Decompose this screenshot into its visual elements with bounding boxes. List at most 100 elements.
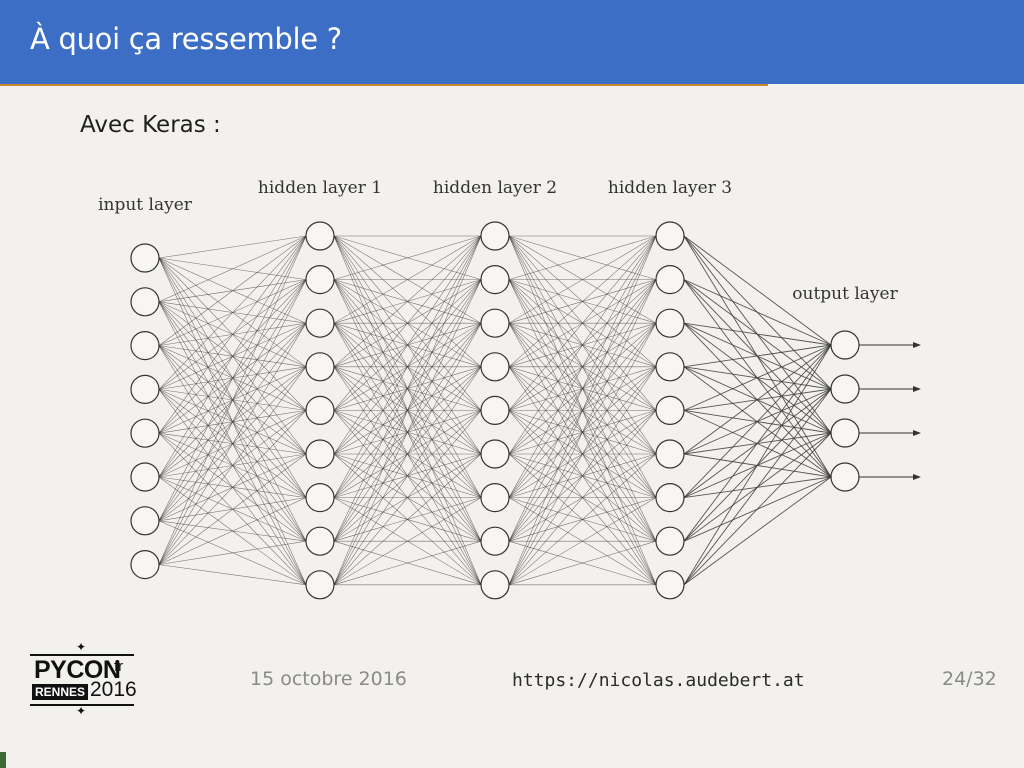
neuron-layer4-2	[830, 418, 860, 448]
connection-l0-4-0	[158, 235, 307, 434]
connection-l0-6-0	[158, 235, 307, 521]
footer-url[interactable]: https://nicolas.audebert.at	[512, 670, 805, 691]
title-bar: À quoi ça ressemble ?	[0, 0, 1024, 84]
logo-year: 2016	[90, 678, 137, 701]
neuron-layer3-2	[655, 308, 685, 338]
connection-l1-6-0	[333, 235, 482, 498]
connection-l1-5-0	[333, 235, 482, 455]
neuron-layer0-2	[130, 331, 160, 361]
title-underline	[0, 84, 768, 86]
neuron-layer1-1	[305, 265, 335, 295]
page-number: 24/32	[942, 668, 997, 690]
connection-l1-8-3	[333, 366, 482, 585]
connection-l0-1-0	[158, 235, 307, 303]
logo-name: PYCON	[34, 656, 121, 684]
connection-l1-8-5	[333, 453, 482, 586]
neuron-layer2-8	[480, 570, 510, 600]
connection-l2-5-0	[508, 235, 657, 455]
connection-l2-4-0	[508, 235, 657, 411]
neuron-layer3-0	[655, 221, 685, 251]
connection-l0-7-1	[158, 279, 307, 565]
connection-l3-8-2	[683, 432, 832, 586]
neuron-layer2-7	[480, 526, 510, 556]
connection-l2-8-4	[508, 410, 657, 585]
layer-label-2: hidden layer 2	[433, 178, 557, 198]
connection-l2-7-0	[508, 235, 657, 542]
connection-l3-7-0	[683, 344, 832, 542]
connection-l0-7-4	[158, 410, 307, 565]
slide-title: À quoi ça ressemble ?	[30, 22, 342, 56]
neuron-layer3-1	[655, 265, 685, 295]
connection-l0-7-8	[158, 564, 307, 586]
neuron-layer0-0	[130, 243, 160, 273]
neuron-layer1-2	[305, 308, 335, 338]
connection-l2-2-0	[508, 235, 657, 324]
connection-l2-8-5	[508, 453, 657, 586]
intro-text: Avec Keras :	[80, 112, 221, 138]
footer-date: 15 octobre 2016	[250, 668, 407, 690]
connection-l3-8-1	[683, 388, 832, 586]
connection-l0-3-0	[158, 235, 307, 390]
output-arrows	[859, 342, 921, 480]
logo-city: RENNES	[32, 684, 89, 700]
connection-l3-8-0	[683, 344, 832, 586]
connection-l1-8-6	[333, 497, 482, 586]
neuron-layer1-3	[305, 352, 335, 382]
connection-l3-5-0	[683, 344, 832, 455]
layer-label-3: hidden layer 3	[608, 178, 732, 198]
neuron-layer2-1	[480, 265, 510, 295]
connection-l1-8-4	[333, 410, 482, 585]
neurons	[130, 221, 860, 600]
connection-l2-8-0	[508, 235, 657, 585]
neuron-layer2-4	[480, 395, 510, 425]
connection-l3-3-0	[683, 344, 832, 368]
neuron-layer3-7	[655, 526, 685, 556]
connection-l3-0-0	[683, 235, 832, 346]
connection-l0-7-3	[158, 366, 307, 565]
neuron-layer1-5	[305, 439, 335, 469]
connection-l0-0-0	[158, 235, 307, 259]
logo-ornament-top: ✦	[76, 640, 87, 654]
layer-label-0: input layer	[98, 195, 193, 215]
pyconfr-logo: ✦ PYCON fr RENNES 2016 ✦	[24, 640, 140, 722]
neuron-layer2-0	[480, 221, 510, 251]
neuron-layer1-0	[305, 221, 335, 251]
connection-l0-7-7	[158, 540, 307, 565]
connection-l2-1-0	[508, 235, 657, 280]
connection-l1-8-7	[333, 540, 482, 586]
connection-l0-7-6	[158, 497, 307, 565]
layer-label-4: output layer	[792, 284, 898, 304]
connection-l2-8-1	[508, 279, 657, 585]
connection-l3-2-0	[683, 322, 832, 346]
neuron-layer4-1	[830, 374, 860, 404]
connection-l0-5-0	[158, 235, 307, 478]
neuron-layer3-5	[655, 439, 685, 469]
neuron-layer0-6	[130, 506, 160, 536]
neuron-layer4-0	[830, 330, 860, 360]
connection-l1-8-0	[333, 235, 482, 585]
connection-l2-3-0	[508, 235, 657, 368]
connection-l3-1-0	[683, 279, 832, 346]
neuron-layer2-2	[480, 308, 510, 338]
connection-l1-7-0	[333, 235, 482, 542]
neuron-layer0-5	[130, 462, 160, 492]
connection-l2-8-6	[508, 497, 657, 586]
neuron-layer1-6	[305, 483, 335, 513]
connection-l3-4-0	[683, 344, 832, 411]
connection-l0-7-0	[158, 235, 307, 565]
neuron-layer3-6	[655, 483, 685, 513]
neuron-layer0-1	[130, 287, 160, 317]
connection-l2-6-0	[508, 235, 657, 498]
logo-ornament-bottom: ✦	[76, 704, 87, 718]
connection-l3-6-0	[683, 344, 832, 498]
connection-l1-1-0	[333, 235, 482, 280]
connection-l0-7-2	[158, 323, 307, 565]
connection-l2-8-2	[508, 323, 657, 585]
neuron-layer1-4	[305, 395, 335, 425]
connections	[158, 235, 832, 586]
neuron-layer0-7	[130, 549, 160, 580]
neuron-layer3-8	[655, 570, 685, 600]
neuron-layer4-3	[830, 462, 860, 492]
neuron-layer3-4	[655, 395, 685, 425]
